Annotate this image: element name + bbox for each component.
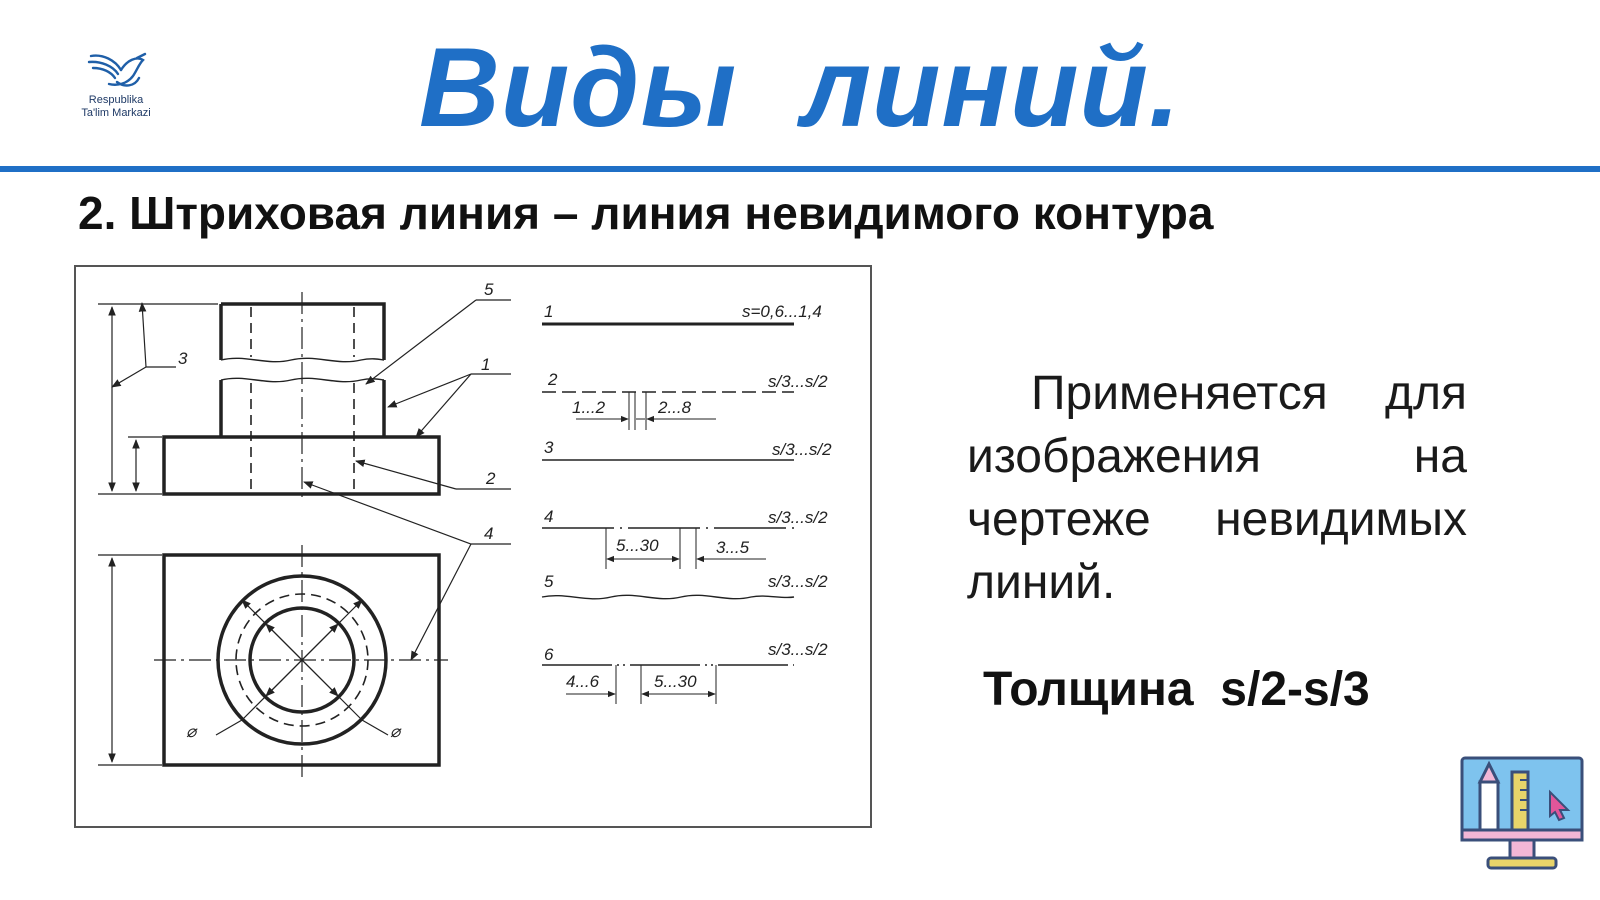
line-type-2-number: 2 <box>547 370 558 389</box>
technical-drawing: 3 5 1 2 4 ⌀ ⌀ 1 s=0,6...1,4 2 s/3...s/2 … <box>74 265 872 828</box>
callout-2: 2 <box>485 469 496 488</box>
line-type-4-dim-a: 5...30 <box>616 536 659 555</box>
logo-text-line1: Respublika <box>88 94 144 106</box>
line-type-4-dim-b: 3...5 <box>716 538 750 557</box>
line-type-4-number: 4 <box>544 507 553 526</box>
thickness-note: Толщина s/2-s/3 <box>983 663 1370 716</box>
line-type-6-thickness: s/3...s/2 <box>768 640 828 659</box>
callout-4: 4 <box>484 524 493 543</box>
line-type-4-thickness: s/3...s/2 <box>768 508 828 527</box>
line-type-2-dim-a: 1...2 <box>572 398 606 417</box>
line-type-1-thickness: s=0,6...1,4 <box>742 302 822 321</box>
line-type-1-number: 1 <box>544 302 553 321</box>
line-type-2-dim-b: 2...8 <box>657 398 692 417</box>
line-type-6-dim-b: 5...30 <box>654 672 697 691</box>
diameter-symbol-right: ⌀ <box>390 722 402 741</box>
description-text: Применяется для изображения на чертеже н… <box>967 367 1467 609</box>
line-type-6-dim-a: 4...6 <box>566 672 600 691</box>
drafting-monitor-icon <box>1458 754 1586 883</box>
title-divider <box>0 166 1600 172</box>
line-type-3-thickness: s/3...s/2 <box>772 440 832 459</box>
slide-title: Виды линий. <box>418 25 1182 150</box>
logo-text-line2: Ta'lim Markazi <box>81 107 151 119</box>
bird-logo-icon <box>87 52 147 87</box>
line-type-6-number: 6 <box>544 645 554 664</box>
line-type-2-thickness: s/3...s/2 <box>768 372 828 391</box>
drawing-canvas: 3 5 1 2 4 ⌀ ⌀ 1 s=0,6...1,4 2 s/3...s/2 … <box>98 280 832 777</box>
line-type-5-thickness: s/3...s/2 <box>768 572 828 591</box>
line-type-5-number: 5 <box>544 572 554 591</box>
callout-5: 5 <box>484 280 494 299</box>
diameter-symbol-left: ⌀ <box>186 722 198 741</box>
logo: Respublika Ta'lim Markazi <box>68 42 164 120</box>
line-type-3-number: 3 <box>544 438 554 457</box>
callout-1: 1 <box>481 355 490 374</box>
callout-3: 3 <box>178 349 188 368</box>
section-heading: 2. Штриховая линия – линия невидимого ко… <box>78 187 1214 239</box>
